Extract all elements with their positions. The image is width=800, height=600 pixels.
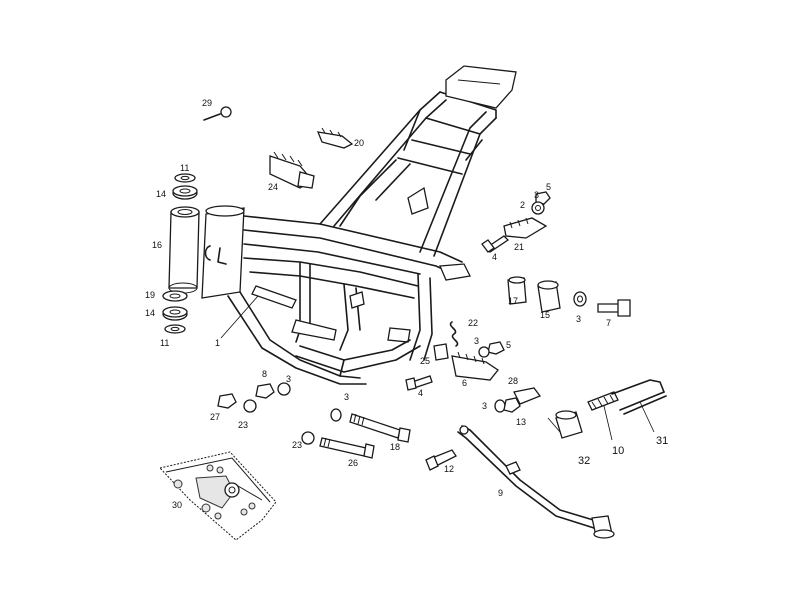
label-1: 1: [215, 338, 220, 348]
washer-3-left: [277, 382, 291, 396]
label-26: 26: [348, 458, 358, 468]
bolt-26: [319, 437, 375, 459]
nut-5-mid: [487, 341, 505, 355]
label-19: 19: [145, 290, 155, 300]
bolt-12: [425, 449, 457, 471]
bolt-7: [597, 299, 631, 317]
main-frame: [201, 65, 517, 385]
spring-10: [587, 391, 619, 411]
rider-footpeg-left: [269, 151, 315, 189]
clip-29: [203, 106, 232, 121]
label-6: 6: [462, 378, 467, 388]
label-17: 17: [508, 296, 518, 306]
footpeg-6: [451, 351, 499, 381]
spring-22: [449, 321, 459, 347]
rod-31: [611, 379, 667, 415]
bolt-4-top: [481, 235, 510, 253]
label-5-mid: 5: [506, 340, 511, 350]
label-3-lower: 3: [474, 336, 479, 346]
rider-footpeg-right: [316, 127, 354, 149]
label-20: 20: [354, 138, 364, 148]
bushing-25: [433, 343, 449, 361]
bracket-28: [513, 387, 542, 405]
washer-3-bolt18: [330, 408, 342, 422]
label-3-left: 3: [286, 374, 291, 384]
label-28: 28: [508, 376, 518, 386]
steering-bearing-stack: [162, 173, 200, 334]
label-31: 31: [656, 435, 668, 447]
label-7: 7: [606, 318, 611, 328]
label-11-bottom: 11: [160, 338, 169, 348]
label-9: 9: [498, 488, 503, 498]
label-3-mid: 3: [576, 314, 581, 324]
nut-5-top: [535, 191, 551, 205]
spacer-17: [507, 276, 527, 305]
label-21: 21: [514, 242, 524, 252]
label-14-top: 14: [156, 189, 166, 199]
label-15: 15: [540, 310, 550, 320]
nut-8: [255, 383, 275, 399]
label-24: 24: [268, 182, 278, 192]
label-3-right: 3: [482, 401, 487, 411]
spacer-15: [537, 280, 561, 313]
label-5-top: 5: [546, 182, 551, 192]
callout-labels: 29 20 24 11 14 16 19 14 11 1 5 3 2 21 4 …: [145, 98, 668, 510]
label-4-lower: 4: [418, 388, 423, 398]
passenger-footpeg-21: [503, 217, 548, 239]
label-3-top: 3: [534, 190, 539, 200]
washer-23-top: [243, 399, 257, 413]
label-23-lower: 23: [292, 440, 302, 450]
nut-27: [217, 393, 237, 409]
label-16: 16: [152, 240, 162, 250]
label-23-top: 23: [238, 420, 248, 430]
leader-lines: [220, 295, 655, 441]
washer-23-lower: [301, 431, 315, 445]
washer-3-lower: [478, 346, 490, 358]
spacer-32: [555, 410, 583, 439]
nut-13: [503, 397, 521, 413]
label-32: 32: [578, 455, 590, 467]
label-3-bolt: 3: [344, 392, 349, 402]
label-10: 10: [612, 445, 624, 457]
side-stand: [457, 425, 615, 539]
hardware-kit-bag: [159, 451, 277, 541]
label-25: 25: [420, 356, 430, 366]
bolt-18: [349, 413, 411, 443]
label-22: 22: [468, 318, 478, 328]
label-2: 2: [520, 200, 525, 210]
label-18: 18: [390, 442, 400, 452]
label-14-bottom: 14: [145, 308, 155, 318]
washer-3-top: [531, 201, 545, 215]
label-8: 8: [262, 369, 267, 379]
label-27: 27: [210, 412, 220, 422]
label-29: 29: [202, 98, 212, 108]
label-4-top: 4: [492, 252, 497, 262]
label-13: 13: [516, 417, 526, 427]
label-11-top: 11: [180, 163, 189, 173]
label-12: 12: [444, 464, 454, 474]
bolt-4-lower: [405, 375, 433, 391]
label-30: 30: [172, 500, 182, 510]
washer-3-mid: [573, 291, 587, 307]
